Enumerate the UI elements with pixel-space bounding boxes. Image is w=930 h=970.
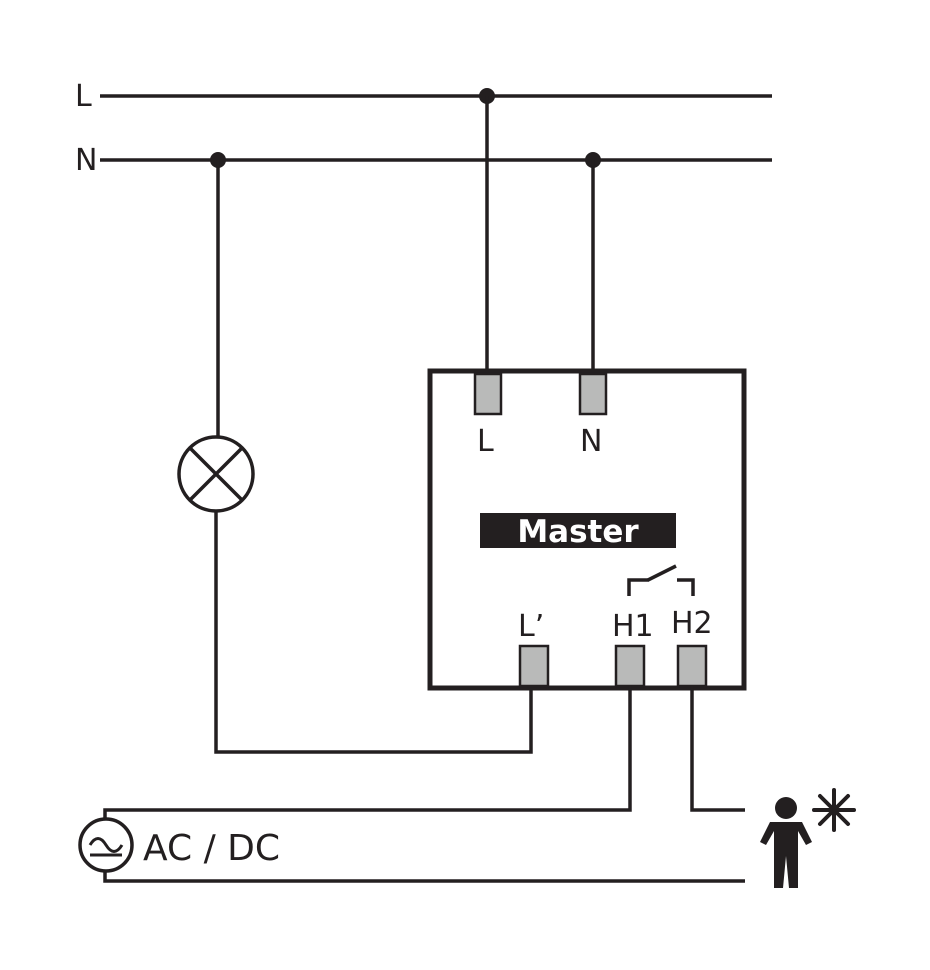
terminal-h1-label: H1 bbox=[612, 609, 654, 644]
terminal-lout bbox=[518, 644, 550, 688]
terminal-n bbox=[578, 372, 608, 416]
device-title-bar bbox=[480, 513, 676, 548]
terminal-l-label: L bbox=[477, 424, 494, 459]
terminal-h1 bbox=[614, 644, 646, 688]
line-l-label: L bbox=[75, 79, 92, 114]
contact-switch-icon bbox=[627, 564, 695, 596]
terminal-l bbox=[473, 372, 503, 416]
ac-dc-source-icon bbox=[78, 817, 134, 873]
line-n-label: N bbox=[75, 143, 97, 178]
wire-h2 bbox=[690, 686, 745, 812]
wire-h1 bbox=[103, 686, 632, 826]
terminal-h2 bbox=[676, 644, 708, 688]
terminal-lout-label: L’ bbox=[518, 609, 544, 644]
device-title: Master bbox=[517, 514, 639, 550]
person-sensor-icon bbox=[760, 788, 856, 888]
device-box bbox=[427, 368, 747, 691]
terminal-n-label: N bbox=[580, 424, 602, 459]
lamp-icon bbox=[177, 435, 255, 513]
supply-label: AC / DC bbox=[143, 828, 280, 869]
wire-lamp-to-lout bbox=[214, 511, 533, 754]
terminal-h2-label: H2 bbox=[671, 606, 713, 641]
